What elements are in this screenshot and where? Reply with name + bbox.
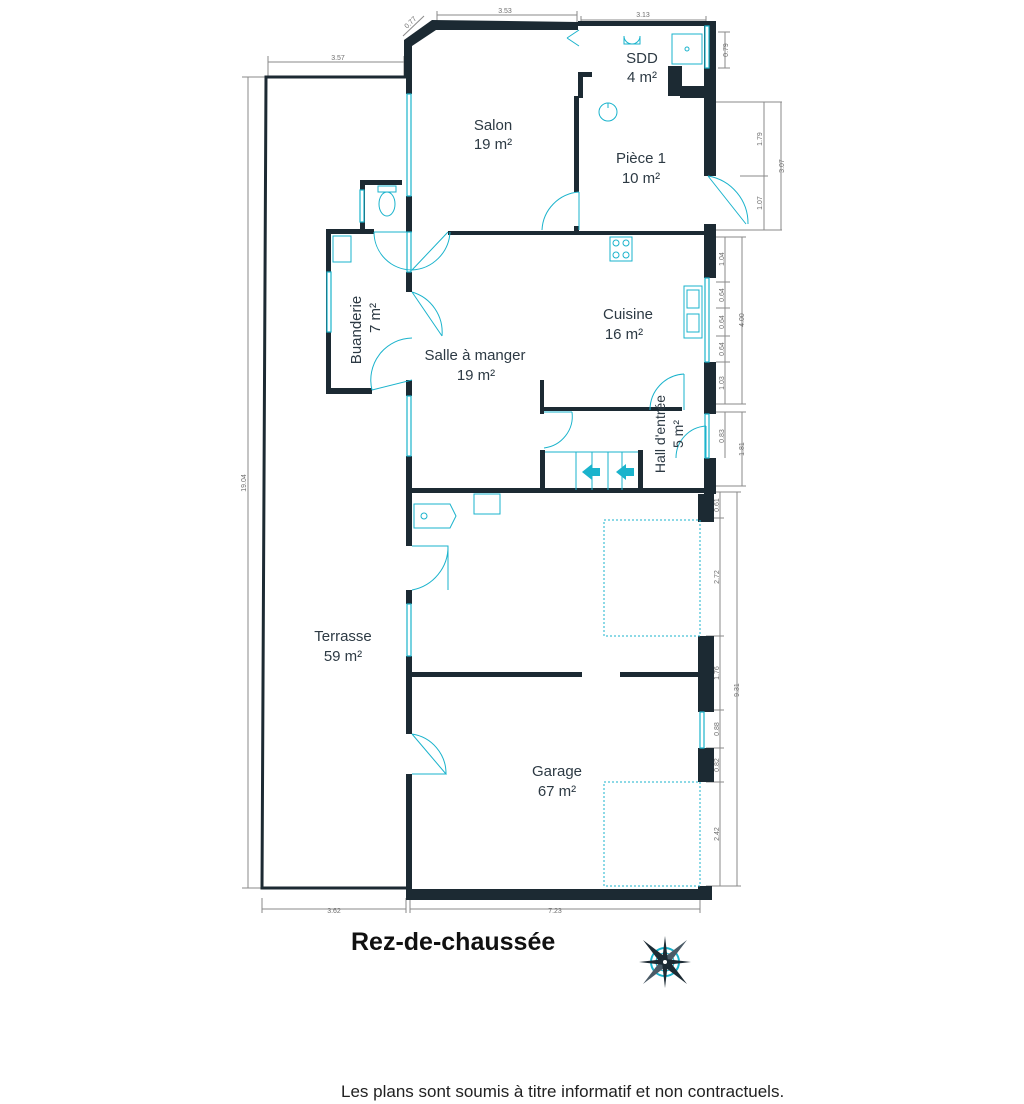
dim-right-kitchen-total: 4.00 (739, 313, 746, 327)
window-garage-1 (406, 603, 412, 657)
dim-right-hall-1: 0.83 (719, 429, 726, 443)
door-sdd (566, 29, 580, 47)
room-terrasse-name: Terrasse (314, 628, 372, 645)
window-sdd (704, 25, 710, 69)
room-cuisine-area: 16 m² (605, 326, 643, 343)
dimension-lines (242, 11, 782, 913)
room-buanderie-area: 7 m² (367, 303, 384, 333)
garage-door-2 (603, 781, 701, 887)
window-kitchen (704, 277, 710, 363)
dim-right-piece-b: 1.07 (757, 196, 764, 210)
dim-right-garage-4: 0.88 (714, 722, 721, 736)
floor-title: Rez-de-chaussée (351, 928, 556, 956)
compass-icon (639, 936, 691, 988)
sink-icon (623, 35, 641, 45)
door-hall (649, 373, 685, 411)
garage-sink-icon (473, 493, 501, 515)
window-salle-2 (406, 395, 412, 457)
room-salle-area: 19 m² (457, 367, 495, 384)
window-salon (406, 93, 412, 197)
dim-right-hall-total: 1.81 (739, 442, 746, 456)
stairs-arrow-icon (582, 464, 600, 480)
room-buanderie-name: Buanderie (348, 296, 365, 364)
dim-right-garage-total: 9.31 (734, 683, 741, 697)
door-buanderie-top (373, 231, 413, 271)
room-hall-name: Hall d'entrée (652, 395, 668, 473)
dim-right-kitchen-2: 0.64 (719, 288, 726, 302)
door-piece1 (541, 191, 580, 231)
window-hall (704, 413, 710, 459)
terrasse-outline (260, 75, 408, 890)
dim-right-piece-a: 1.79 (757, 132, 764, 146)
room-cuisine-name: Cuisine (603, 306, 653, 323)
stairs (545, 451, 638, 490)
stairs-arrow-icon (616, 464, 634, 480)
room-sdd-area: 4 m² (627, 69, 657, 86)
dim-right-sdd: 0.79 (723, 43, 730, 57)
dim-right-kitchen-5: 1.03 (719, 376, 726, 390)
garage-door-1 (603, 519, 701, 637)
water-heater-icon (413, 503, 457, 529)
room-salle-name: Salle à manger (425, 347, 526, 364)
room-salon-name: Salon (474, 117, 512, 134)
door-stairs (543, 411, 573, 449)
dim-top-salon: 3.53 (498, 8, 512, 15)
dim-right-garage-2: 2.72 (714, 570, 721, 584)
window-buanderie-2 (326, 271, 332, 333)
dim-top-sdd: 3.13 (636, 12, 650, 19)
door-entrance (675, 425, 707, 459)
dim-top-terrasse: 3.57 (331, 55, 345, 62)
dim-right-kitchen-3: 0.64 (719, 315, 726, 329)
window-garage-east (699, 711, 705, 749)
dim-right-kitchen-1: 1.04 (719, 252, 726, 266)
door-piece1-east (707, 175, 749, 225)
room-terrasse-area: 59 m² (324, 648, 362, 665)
room-piece1-area: 10 m² (622, 170, 660, 187)
windows (326, 25, 710, 749)
dim-right-garage-1: 0.61 (714, 498, 721, 512)
room-garage-name: Garage (532, 763, 582, 780)
room-salon-area: 19 m² (474, 136, 512, 153)
room-sdd-name: SDD (626, 50, 658, 67)
dim-left-total: 19.04 (241, 474, 248, 492)
door-garage-2 (411, 733, 448, 775)
room-garage-area: 67 m² (538, 783, 576, 800)
room-piece1-name: Pièce 1 (616, 150, 666, 167)
window-buanderie-1 (359, 189, 365, 223)
window-salle-1 (406, 231, 412, 273)
door-buanderie-bottom (370, 337, 413, 391)
room-labels: SDD 4 m² Salon 19 m² Pièce 1 10 m² Cuisi… (314, 50, 686, 800)
dim-right-garage-3: 1.76 (714, 666, 721, 680)
dim-bottom-terrasse: 3.62 (327, 908, 341, 915)
disclaimer: Les plans sont soumis à titre informatif… (341, 1082, 785, 1101)
door-salle-top (411, 231, 451, 271)
dim-right-garage-5: 0.82 (714, 758, 721, 772)
door-garage-1 (411, 545, 449, 591)
fixtures (332, 33, 703, 887)
dim-right-kitchen-4: 0.64 (719, 342, 726, 356)
dimension-labels: 3.53 3.13 0.77 3.57 0.79 1.79 1.07 3.07 … (241, 8, 786, 915)
cooktop-icon (609, 236, 633, 262)
door-buanderie-east (411, 291, 443, 337)
dim-right-garage-6: 2.42 (714, 827, 721, 841)
dim-bottom-garage: 7.23 (548, 908, 562, 915)
room-hall-area: 5 m² (670, 420, 686, 448)
doors (370, 29, 749, 775)
dim-right-piece-total: 3.07 (779, 159, 786, 173)
laundry-sink-icon (332, 235, 352, 263)
toilet-icon (377, 185, 397, 193)
